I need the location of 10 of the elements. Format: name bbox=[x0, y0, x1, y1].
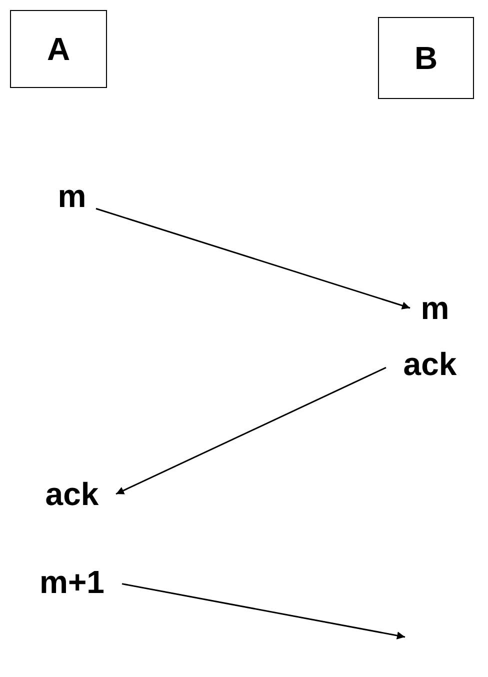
arrow bbox=[116, 366, 386, 495]
entity-box: B bbox=[378, 17, 474, 99]
message-label: ack bbox=[386, 346, 474, 382]
entity-box: A bbox=[10, 10, 107, 88]
message-label: ack bbox=[28, 476, 116, 512]
message-label: m+1 bbox=[22, 564, 122, 600]
arrow bbox=[122, 583, 406, 640]
message-label: m bbox=[410, 290, 460, 326]
arrow bbox=[96, 208, 410, 310]
message-label: m bbox=[48, 178, 96, 214]
